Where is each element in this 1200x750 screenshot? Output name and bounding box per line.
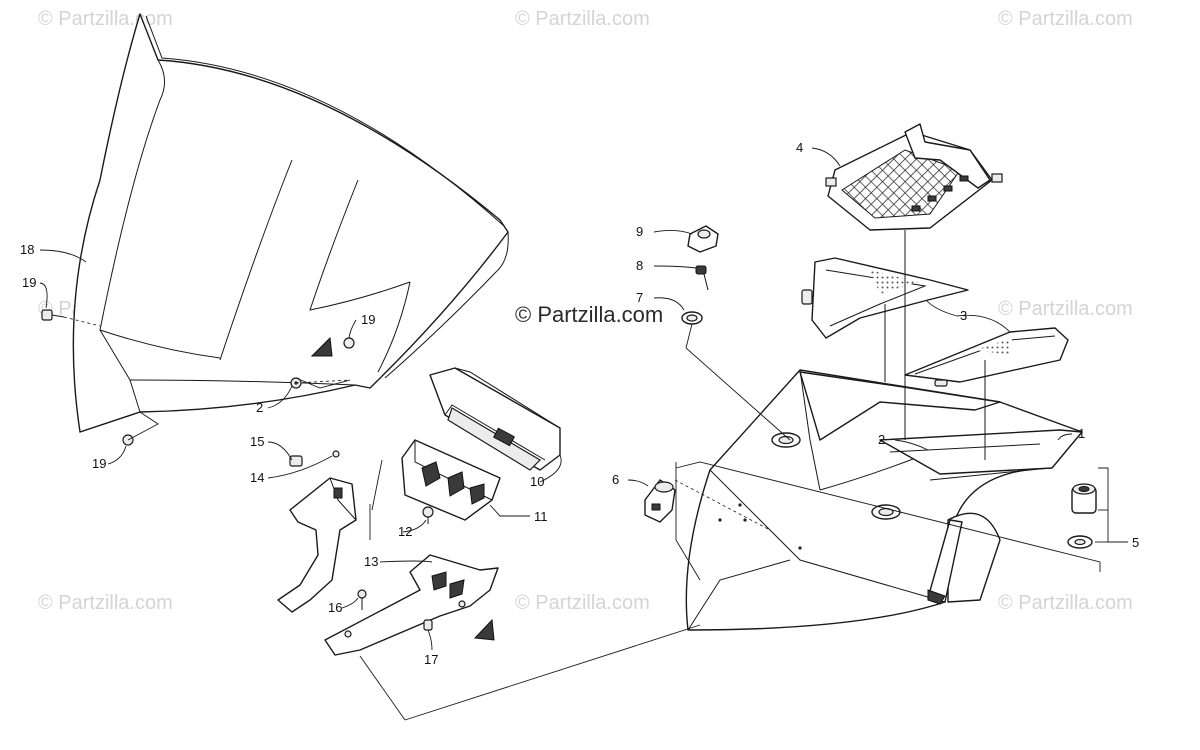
leader-lines	[39, 147, 1128, 721]
callout-7: 7	[636, 290, 643, 305]
callout-labels: 1 2 2 3 4 5 6 7 8 9 10 11 12 13 14 15 16…	[20, 140, 1139, 667]
callout-12: 12	[398, 524, 412, 539]
callout-15: 15	[250, 434, 264, 449]
callout-2-hood: 2	[878, 432, 885, 447]
nut-19-right	[343, 337, 355, 349]
hood-inner-panel	[799, 371, 1083, 475]
watermark: © Partzilla.com	[515, 8, 650, 30]
screw-19-left	[41, 309, 65, 321]
washer-14	[332, 450, 340, 458]
outlet-nut	[1067, 535, 1093, 549]
storage-rack	[825, 123, 1003, 231]
bolt-17	[423, 619, 433, 631]
bolt-15	[289, 455, 303, 467]
callout-14: 14	[250, 470, 264, 485]
callout-1: 1	[1078, 426, 1085, 441]
callout-19-right: 19	[361, 312, 375, 327]
callout-11: 11	[534, 509, 548, 524]
gauge-bracket	[401, 439, 501, 521]
callout-13: 13	[364, 554, 378, 569]
support-bracket-lower	[324, 554, 499, 656]
side-vent-upper	[801, 257, 969, 339]
watermark-center: © Partzilla.com	[515, 302, 664, 327]
hood-assembly	[685, 369, 1083, 631]
support-bracket-upper	[277, 477, 357, 613]
power-outlet	[1071, 483, 1097, 514]
callout-6: 6	[612, 472, 619, 487]
callout-16: 16	[328, 600, 342, 615]
bolt-12	[422, 506, 434, 524]
watermark: © Partzilla.com	[38, 592, 173, 614]
screw-16	[357, 589, 367, 610]
callout-3: 3	[960, 308, 967, 323]
callout-2-windshield: 2	[256, 400, 263, 415]
callout-8: 8	[636, 258, 643, 273]
windshield	[72, 13, 509, 433]
callout-17: 17	[424, 652, 438, 667]
watermark: © Partzilla.com	[998, 592, 1133, 614]
arrow-marker	[310, 336, 333, 357]
callout-10: 10	[530, 474, 544, 489]
ignition-key	[695, 265, 709, 291]
switch-6	[644, 479, 676, 523]
callout-19-left: 19	[22, 275, 36, 290]
side-vent-lower	[904, 327, 1069, 387]
ignition-switch	[687, 225, 719, 253]
ignition-nut	[681, 311, 703, 325]
arrow-marker	[473, 618, 495, 641]
watermark: © Partzilla.com	[998, 298, 1133, 320]
callout-9: 9	[636, 224, 643, 239]
callout-18: 18	[20, 242, 34, 257]
watermark: © Partzilla.com	[998, 8, 1133, 30]
callout-5: 5	[1132, 535, 1139, 550]
callout-19-bottom: 19	[92, 456, 106, 471]
watermark: © Partzilla.com	[515, 592, 650, 614]
callout-4: 4	[796, 140, 803, 155]
